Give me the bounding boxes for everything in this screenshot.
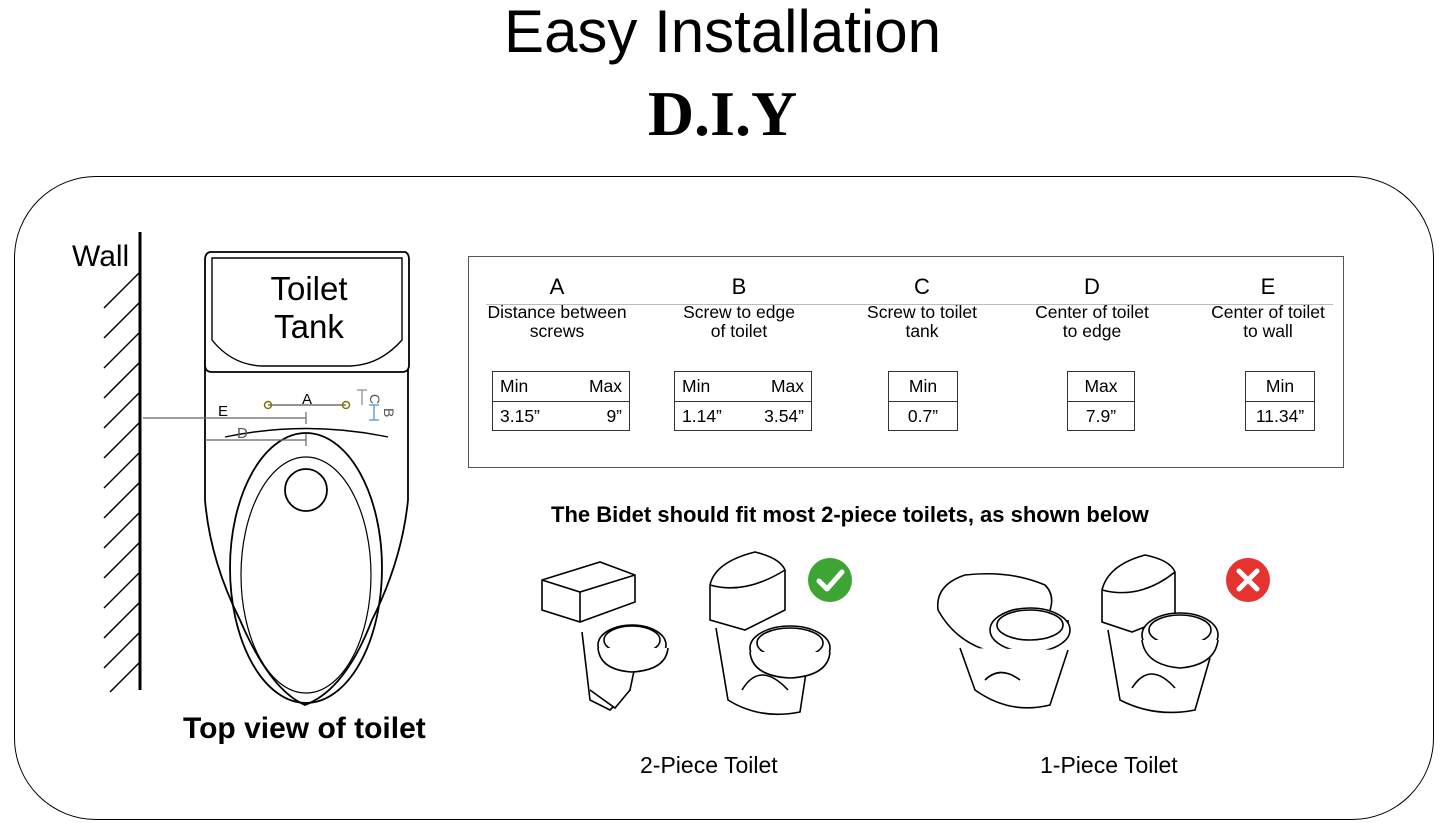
max-label: Max (770, 376, 804, 396)
spec-letter: A (549, 274, 565, 299)
check-icon (808, 558, 852, 602)
spec-values-d: Max 7.9” (1067, 371, 1135, 431)
dim-label-c: C (367, 394, 383, 404)
spec-column-b: B Screw to edge of toilet (654, 257, 824, 341)
tank-label-line1: Toilet (270, 270, 348, 307)
one-piece-toilet-label: 1-Piece Toilet (1040, 752, 1178, 778)
min-label: Min (682, 376, 711, 396)
diagram-panel (14, 176, 1434, 820)
top-view-caption: Top view of toilet (183, 712, 426, 745)
toilet-body-outline (204, 360, 409, 706)
spec-desc-line1: Center of toilet (1035, 302, 1149, 322)
spec-table: A Distance between screws B Screw to edg… (468, 256, 1344, 468)
right-screw-icon (341, 400, 351, 410)
toilet-seat-outline (229, 432, 383, 704)
spec-letter: E (1260, 274, 1276, 299)
spec-column-a: A Distance between screws (472, 257, 642, 341)
value: 11.34” (1255, 406, 1305, 426)
toilet-illustrations (541, 551, 1270, 716)
spec-desc-line1: Screw to toilet (867, 302, 977, 322)
spec-column-d: D Center of toilet to edge (1007, 257, 1177, 341)
two-piece-toilet-label: 2-Piece Toilet (640, 752, 778, 778)
bidet-nozzle-circle (284, 468, 328, 512)
max-label: Max (588, 376, 622, 396)
page-subtitle: D.I.Y (647, 78, 798, 149)
spec-desc-line1: Distance between (487, 302, 627, 322)
value-label: Min (908, 376, 938, 396)
two-piece-toilet-b (709, 551, 831, 716)
min-value: 3.15” (500, 406, 540, 426)
two-piece-toilet-a (541, 561, 669, 711)
spec-column-c: C Screw to toilet tank (837, 257, 1007, 341)
spec-letter: C (914, 274, 930, 299)
tank-lid (211, 257, 403, 367)
spec-values-c: Min 0.7” (888, 371, 958, 431)
tank-label-line2: Tank (274, 308, 344, 345)
spec-header-divider (486, 304, 1333, 305)
dim-label-b: B (381, 408, 397, 417)
value-label: Min (1265, 376, 1295, 396)
min-label: Min (500, 376, 529, 396)
spec-desc-line1: Center of toilet (1211, 302, 1325, 322)
wall-hatching (103, 271, 141, 693)
wall-label: Wall (72, 240, 130, 273)
dim-label-d: D (237, 425, 248, 442)
spec-desc-line2: to edge (1062, 321, 1122, 341)
left-screw-icon (263, 400, 273, 410)
spec-desc-line2: to wall (1243, 321, 1293, 341)
dim-label-e: E (218, 403, 228, 420)
value: 7.9” (1085, 406, 1117, 426)
toilet-top-view-drawing: A E D C B (103, 232, 410, 706)
spec-desc-line2: tank (905, 321, 939, 341)
value: 0.7” (907, 406, 939, 426)
spec-letter: B (731, 274, 747, 299)
one-piece-toilet-a (936, 573, 1071, 709)
spec-values-a: Min Max 3.15” 9” (492, 371, 630, 431)
toilet-bowl-outline (240, 456, 372, 694)
spec-column-e: E Center of toilet to wall (1183, 257, 1353, 341)
fit-note: The Bidet should fit most 2-piece toilet… (551, 502, 1149, 527)
min-value: 1.14” (682, 406, 722, 426)
spec-values-b: Min Max 1.14” 3.54” (674, 371, 812, 431)
seat-hinge-edge (224, 427, 389, 438)
spec-desc-line2: screws (529, 321, 585, 341)
toilet-tank (204, 251, 410, 373)
max-value: 3.54” (764, 406, 804, 426)
spec-desc-line2: of toilet (710, 321, 768, 341)
max-value: 9” (606, 406, 622, 426)
value-label: Max (1084, 376, 1118, 396)
spec-desc-line1: Screw to edge (683, 302, 795, 322)
spec-values-e: Min 11.34” (1245, 371, 1315, 431)
page-title: Easy Installation (504, 0, 941, 65)
dim-label-a: A (302, 391, 312, 408)
tank-label: Toilet Tank (230, 270, 388, 346)
one-piece-toilet-b (1101, 554, 1219, 714)
spec-letter: D (1084, 274, 1100, 299)
